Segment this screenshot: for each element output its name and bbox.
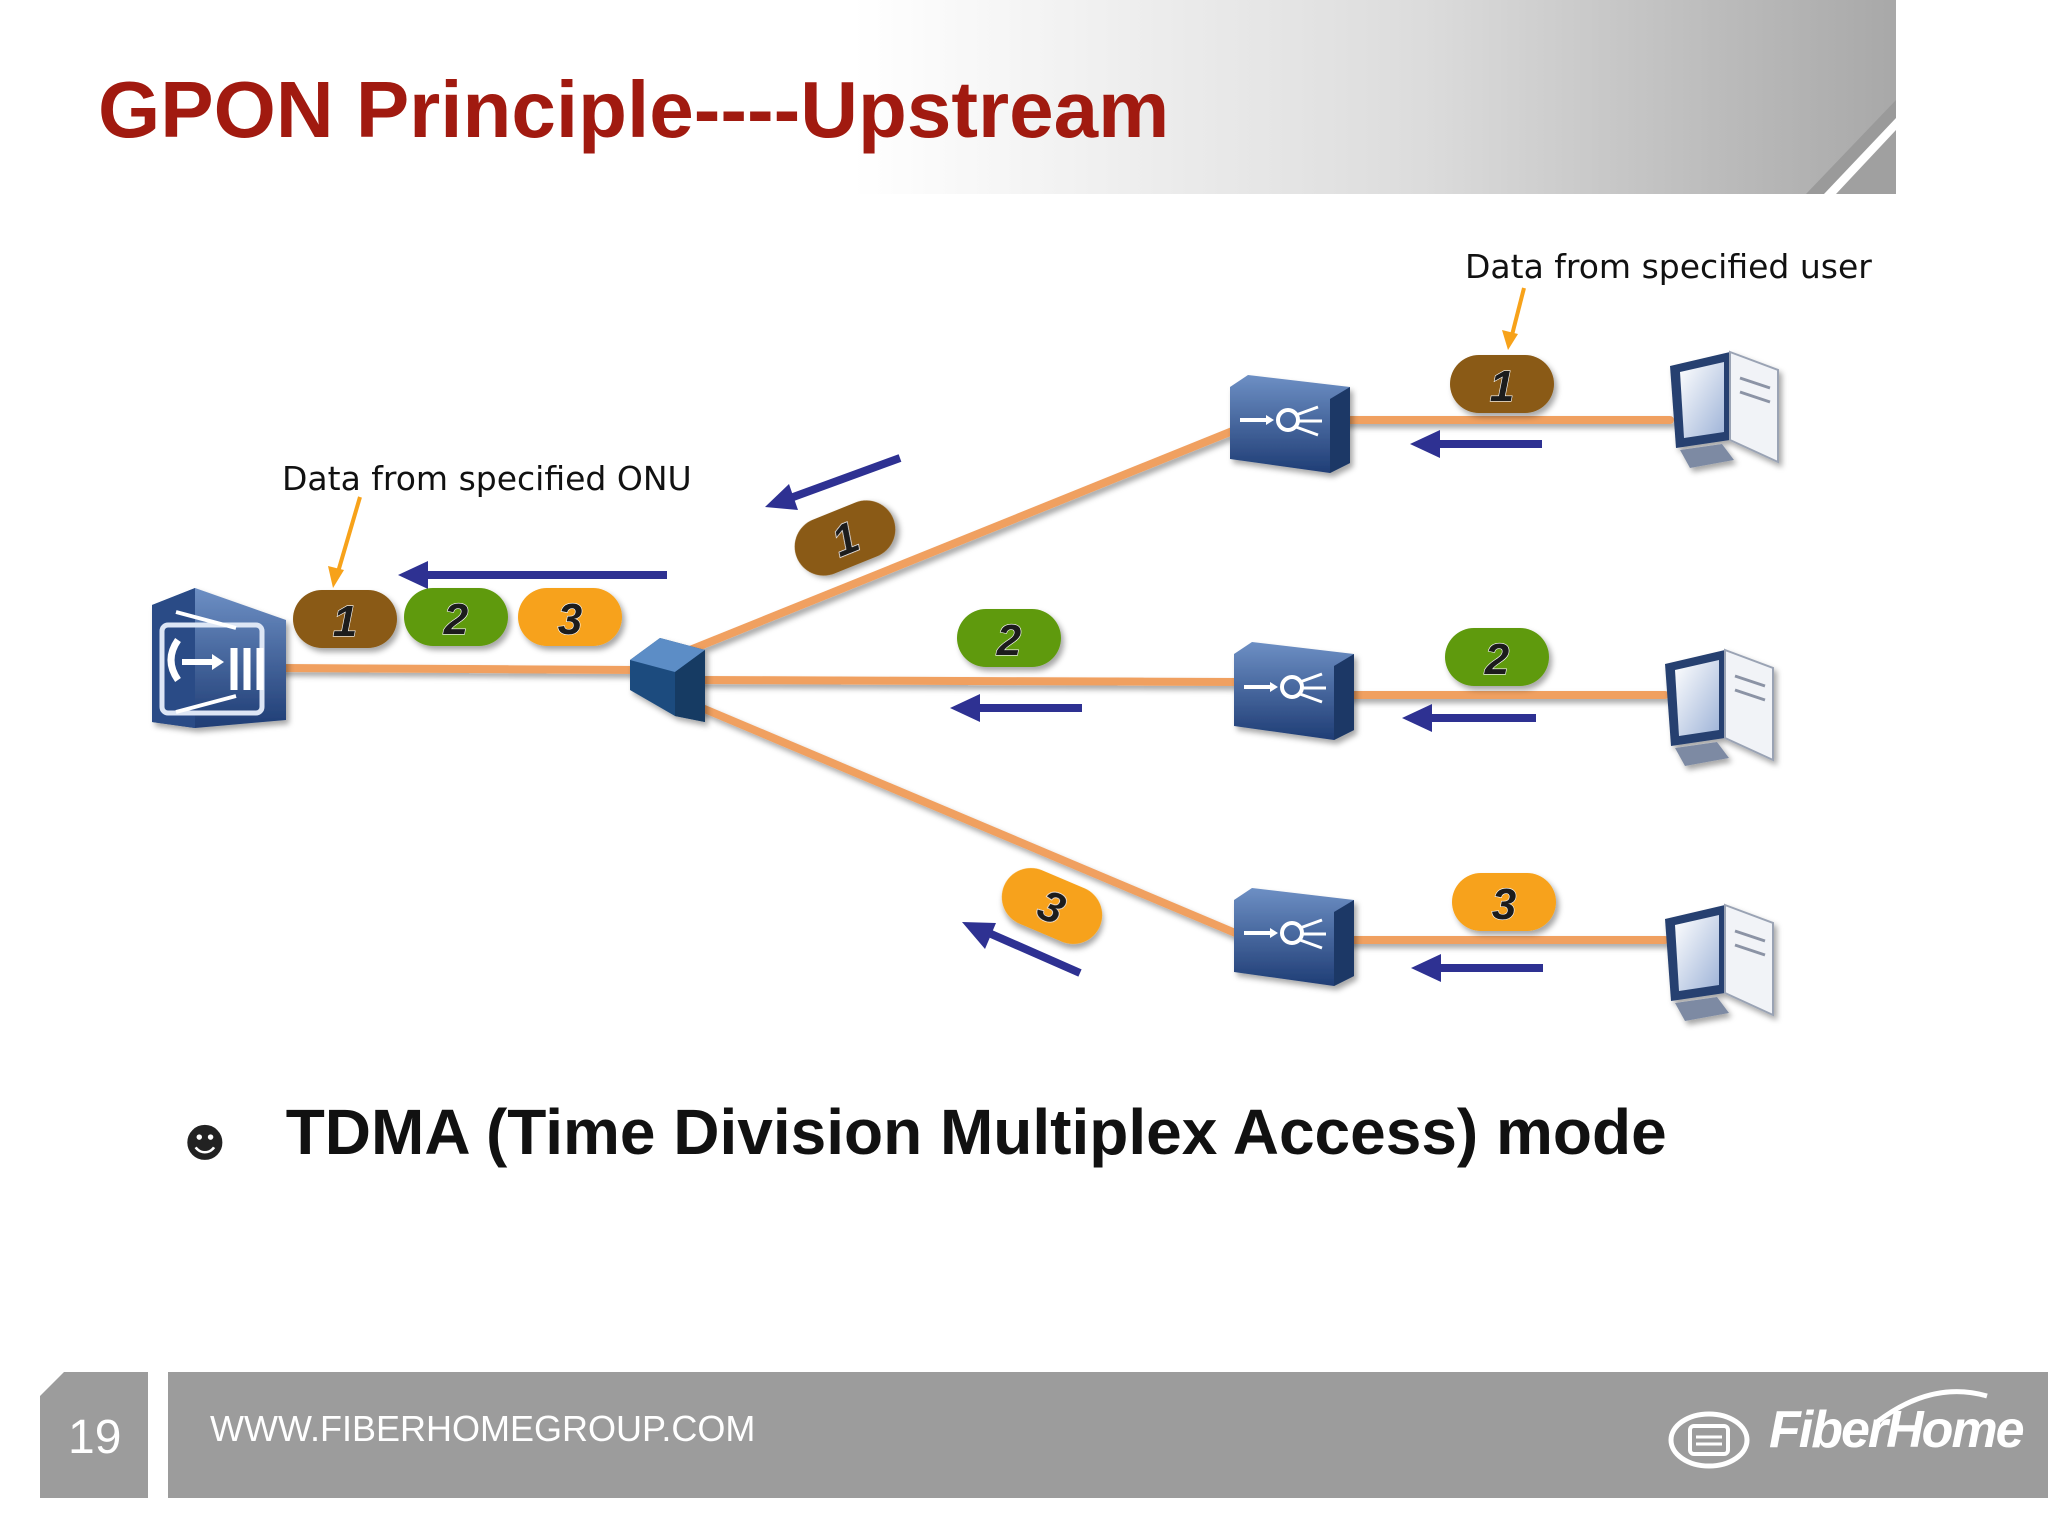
bullet-item: ☻ TDMA (Time Division Multiplex Access) m… bbox=[184, 1095, 1667, 1169]
footer-bar bbox=[168, 1372, 2048, 1498]
packet-1: 1 bbox=[293, 590, 397, 648]
arrow-left-icon bbox=[1402, 704, 1536, 732]
fiber-lines bbox=[278, 416, 1674, 944]
header-band bbox=[0, 0, 1896, 194]
fiberhome-logo-icon bbox=[1668, 1411, 1750, 1469]
page-number: 19 bbox=[68, 1411, 122, 1464]
splitter-icon bbox=[630, 638, 705, 722]
arrow-up-left-icon bbox=[765, 454, 902, 510]
fiber-splitter-onu2 bbox=[696, 676, 1244, 686]
arrow-left-icon bbox=[398, 561, 667, 589]
fiberhome-logo: FiberHome bbox=[1664, 1389, 2025, 1480]
smiley-icon: ☻ bbox=[184, 1121, 226, 1167]
packet-3: 3 bbox=[1001, 868, 1103, 944]
arrow-left-icon bbox=[1411, 954, 1543, 982]
packet-number: 3 bbox=[558, 595, 582, 644]
packet-2: 2 bbox=[404, 588, 508, 646]
footer-url[interactable]: WWW.FIBERHOMEGROUP.COM bbox=[210, 1408, 756, 1449]
fiber-splitter-onu1 bbox=[686, 426, 1239, 654]
onu-icon bbox=[1230, 375, 1350, 473]
onu-data-label: Data from specified ONU bbox=[282, 459, 692, 498]
onu-icon bbox=[1234, 888, 1354, 986]
computer-icon bbox=[1670, 350, 1779, 468]
packet-number: 1 bbox=[1490, 362, 1514, 411]
fiber-olt-splitter bbox=[278, 664, 644, 674]
page-number-box: 19 bbox=[40, 1372, 148, 1498]
packet-2: 2 bbox=[1445, 628, 1549, 686]
label-pointers bbox=[328, 287, 1526, 588]
packet-3: 3 bbox=[518, 588, 622, 646]
olt-icon bbox=[152, 588, 286, 728]
user-data-label: Data from specified user bbox=[1465, 247, 1872, 286]
packet-3: 3 bbox=[1452, 873, 1556, 931]
packet-1: 1 bbox=[794, 500, 896, 576]
packet-number: 2 bbox=[996, 616, 1022, 665]
packet-number: 2 bbox=[443, 595, 469, 644]
upstream-arrows bbox=[398, 430, 1543, 982]
slide-title: GPON Principle----Upstream bbox=[98, 65, 1170, 154]
packet-1: 1 bbox=[1450, 355, 1554, 413]
arrow-left-icon bbox=[1410, 430, 1542, 458]
pointer-arrow-icon bbox=[1502, 287, 1526, 350]
logo-swoosh-icon bbox=[1875, 1389, 1988, 1424]
computer-icon bbox=[1665, 903, 1774, 1021]
bullet-text: TDMA (Time Division Multiplex Access) mo… bbox=[285, 1096, 1667, 1168]
packet-2: 2 bbox=[957, 609, 1061, 667]
footer: 19 WWW.FIBERHOMEGROUP.COM FiberHome bbox=[0, 1372, 2048, 1500]
arrow-up-left-icon bbox=[962, 922, 1082, 977]
pointer-arrow-icon bbox=[328, 496, 362, 588]
packet-number: 3 bbox=[1492, 880, 1516, 929]
fiber-splitter-onu3 bbox=[691, 701, 1244, 939]
onu-icon bbox=[1234, 642, 1354, 740]
packet-number: 2 bbox=[1484, 635, 1510, 684]
packet-number: 1 bbox=[333, 597, 357, 646]
computer-icon bbox=[1665, 648, 1774, 766]
arrow-left-icon bbox=[950, 694, 1082, 722]
header-corner-notch bbox=[1806, 100, 1896, 194]
